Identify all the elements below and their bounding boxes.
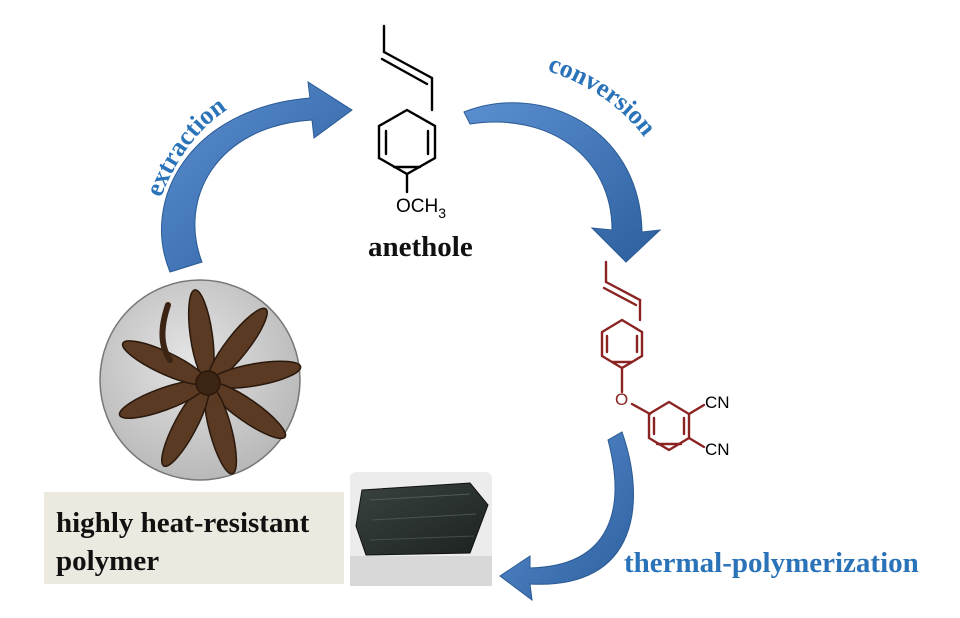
extraction-arrow <box>161 81 353 273</box>
polymer-sample-photo <box>350 472 492 586</box>
ether-oxygen: O <box>615 390 628 409</box>
polymer-caption: highly heat-resistant polymer <box>44 492 344 584</box>
nitrile-bottom: CN <box>705 440 730 459</box>
polymer-caption-line1: highly heat-resistant <box>56 507 310 539</box>
thermal-polymerization-label: thermal-polymerization <box>624 547 919 579</box>
nitrile-top: CN <box>705 393 730 412</box>
anethole-structure <box>377 24 437 194</box>
phthalonitrile-structure <box>600 260 706 452</box>
star-anise-photo <box>99 279 302 481</box>
polymer-caption-line2: polymer <box>56 545 160 577</box>
methoxy-group: OCH3 <box>396 196 446 221</box>
thermal-polymerization-arrow <box>499 431 635 602</box>
conversion-arrow <box>463 102 662 263</box>
anethole-label: anethole <box>368 231 473 263</box>
